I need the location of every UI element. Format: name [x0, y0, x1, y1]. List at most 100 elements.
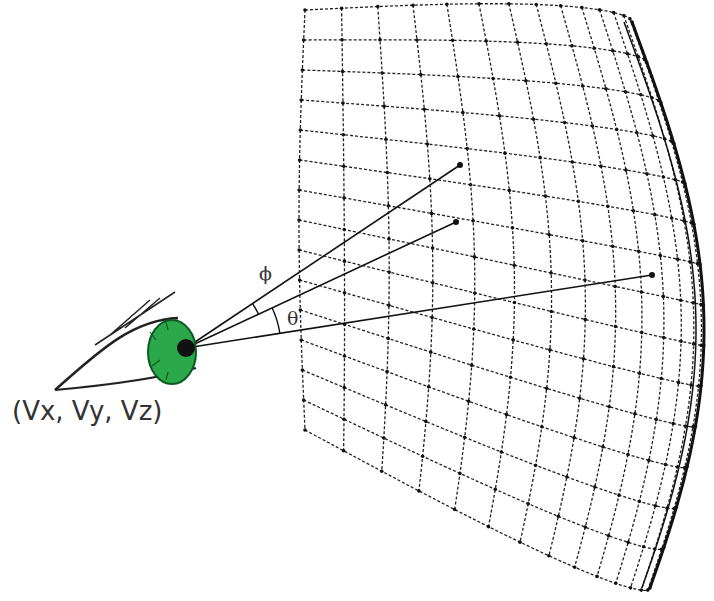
grid-dot	[581, 84, 585, 88]
grid-dot	[429, 350, 433, 354]
grid-dot	[554, 81, 558, 85]
grid-dot	[583, 525, 587, 529]
grid-dot	[664, 463, 668, 467]
grid-dot	[423, 108, 427, 112]
grid-dot	[583, 278, 587, 282]
grid-dot	[518, 540, 522, 544]
grid-dot	[419, 73, 423, 77]
grid-dot	[302, 38, 306, 42]
grid-dot	[340, 38, 344, 42]
grid-dot	[477, 2, 481, 6]
grid-dot	[303, 428, 307, 432]
grid-dot	[572, 436, 576, 440]
grid-dot	[598, 8, 602, 12]
angle-symbol: ϕ	[259, 264, 272, 283]
grid-dot	[577, 200, 581, 204]
grid-dot	[532, 117, 536, 121]
grid-dot	[614, 581, 618, 585]
grid-line	[302, 370, 676, 509]
grid-dot	[538, 156, 542, 160]
grid-dot	[615, 128, 619, 132]
eye-symbol	[55, 292, 196, 390]
grid-dot	[484, 39, 488, 43]
grid-dot	[578, 396, 582, 400]
grid-dot	[341, 70, 345, 74]
grid-dot	[534, 3, 538, 7]
grid-dot	[611, 245, 615, 249]
grid-dot	[512, 263, 516, 267]
grid-dot	[583, 318, 587, 322]
surface-edge	[632, 22, 704, 588]
grid-dot	[659, 377, 663, 381]
grid-dot	[299, 98, 303, 102]
view-rays	[186, 162, 655, 348]
grid-dot	[299, 128, 303, 132]
grid-dot	[503, 151, 507, 155]
grid-dot	[624, 168, 628, 172]
grid-dot	[626, 541, 630, 545]
grid-dot	[622, 14, 626, 18]
grid-dot	[298, 278, 302, 282]
grid-dot	[509, 375, 513, 379]
ray-point	[453, 219, 459, 225]
grid-dot	[342, 196, 346, 200]
grid-dot	[380, 469, 384, 473]
grid-line	[536, 4, 585, 555]
grid-line	[561, 6, 616, 567]
grid-dot	[593, 485, 597, 489]
grid-dot	[526, 502, 530, 506]
grid-line	[600, 10, 664, 583]
grid-dot	[473, 291, 477, 295]
grid-dot	[662, 295, 666, 299]
grid-dot	[548, 348, 552, 352]
grid-dot	[606, 204, 610, 208]
grid-dot	[382, 436, 386, 440]
grid-dot	[297, 248, 301, 252]
grid-dot	[417, 489, 421, 493]
grid-dot	[430, 316, 434, 320]
grid-dot	[299, 308, 303, 312]
grid-dot	[679, 340, 683, 344]
grid-dot	[380, 71, 384, 75]
grid-dot	[565, 475, 569, 479]
grid-dot	[677, 381, 681, 385]
grid-dot	[689, 383, 693, 387]
grid-dot	[633, 412, 637, 416]
grid-dot	[342, 164, 346, 168]
grid-dot	[671, 422, 675, 426]
grid-dot	[570, 44, 574, 48]
grid-line	[302, 70, 660, 103]
view-ray	[186, 275, 652, 348]
grid-dot	[386, 337, 390, 341]
grid-line	[614, 13, 682, 588]
grid-dot	[342, 133, 346, 137]
grid-dot	[463, 436, 467, 440]
grid-dot	[550, 310, 554, 314]
grid-dot	[662, 336, 666, 340]
ray-point	[649, 272, 655, 278]
grid-dot	[473, 255, 477, 259]
grid-dot	[461, 111, 465, 115]
grid-dot	[500, 450, 504, 454]
grid-dot	[559, 4, 563, 8]
grid-dot	[640, 331, 644, 335]
grid-dot	[451, 39, 455, 43]
grid-dot	[342, 449, 346, 453]
grid-dot	[524, 79, 528, 83]
grid-dot	[516, 40, 520, 44]
grid-dot	[415, 38, 419, 42]
grid-dot	[544, 42, 548, 46]
grid-dot	[507, 2, 511, 6]
grid-dot	[472, 327, 476, 331]
grid-dot	[645, 172, 649, 176]
grid-dot	[592, 46, 596, 50]
grid-dot	[639, 588, 643, 592]
grid-dot	[534, 463, 538, 467]
grid-dot	[424, 420, 428, 424]
grid-dot	[544, 194, 548, 198]
grid-line	[630, 19, 702, 590]
iris	[148, 320, 196, 384]
grid-dot	[639, 93, 643, 97]
grid-dot	[431, 281, 435, 285]
grid-dot	[469, 183, 473, 187]
